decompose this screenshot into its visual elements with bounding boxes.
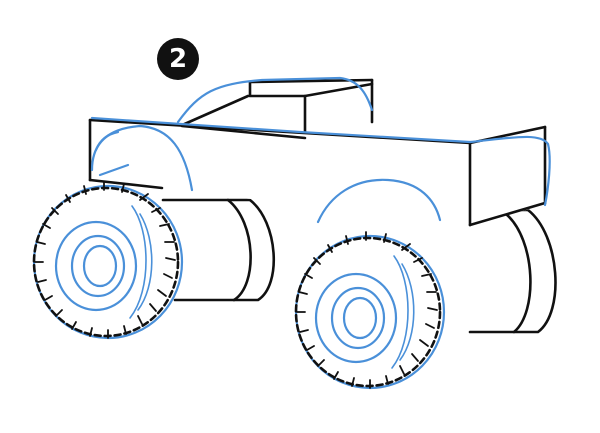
front-wheel-treads <box>34 181 176 339</box>
truck-body <box>88 116 551 227</box>
rear-wheel-treads <box>296 231 438 389</box>
rear-wheel <box>294 231 446 390</box>
rear-wheel-arch <box>316 178 442 224</box>
front-wheel <box>32 181 184 340</box>
front-wheel-arch <box>90 124 194 192</box>
back-left-wheel <box>155 198 276 302</box>
cab <box>176 76 374 140</box>
step-number-badge: 2 <box>157 38 199 80</box>
step-number-label: 2 <box>168 44 188 74</box>
